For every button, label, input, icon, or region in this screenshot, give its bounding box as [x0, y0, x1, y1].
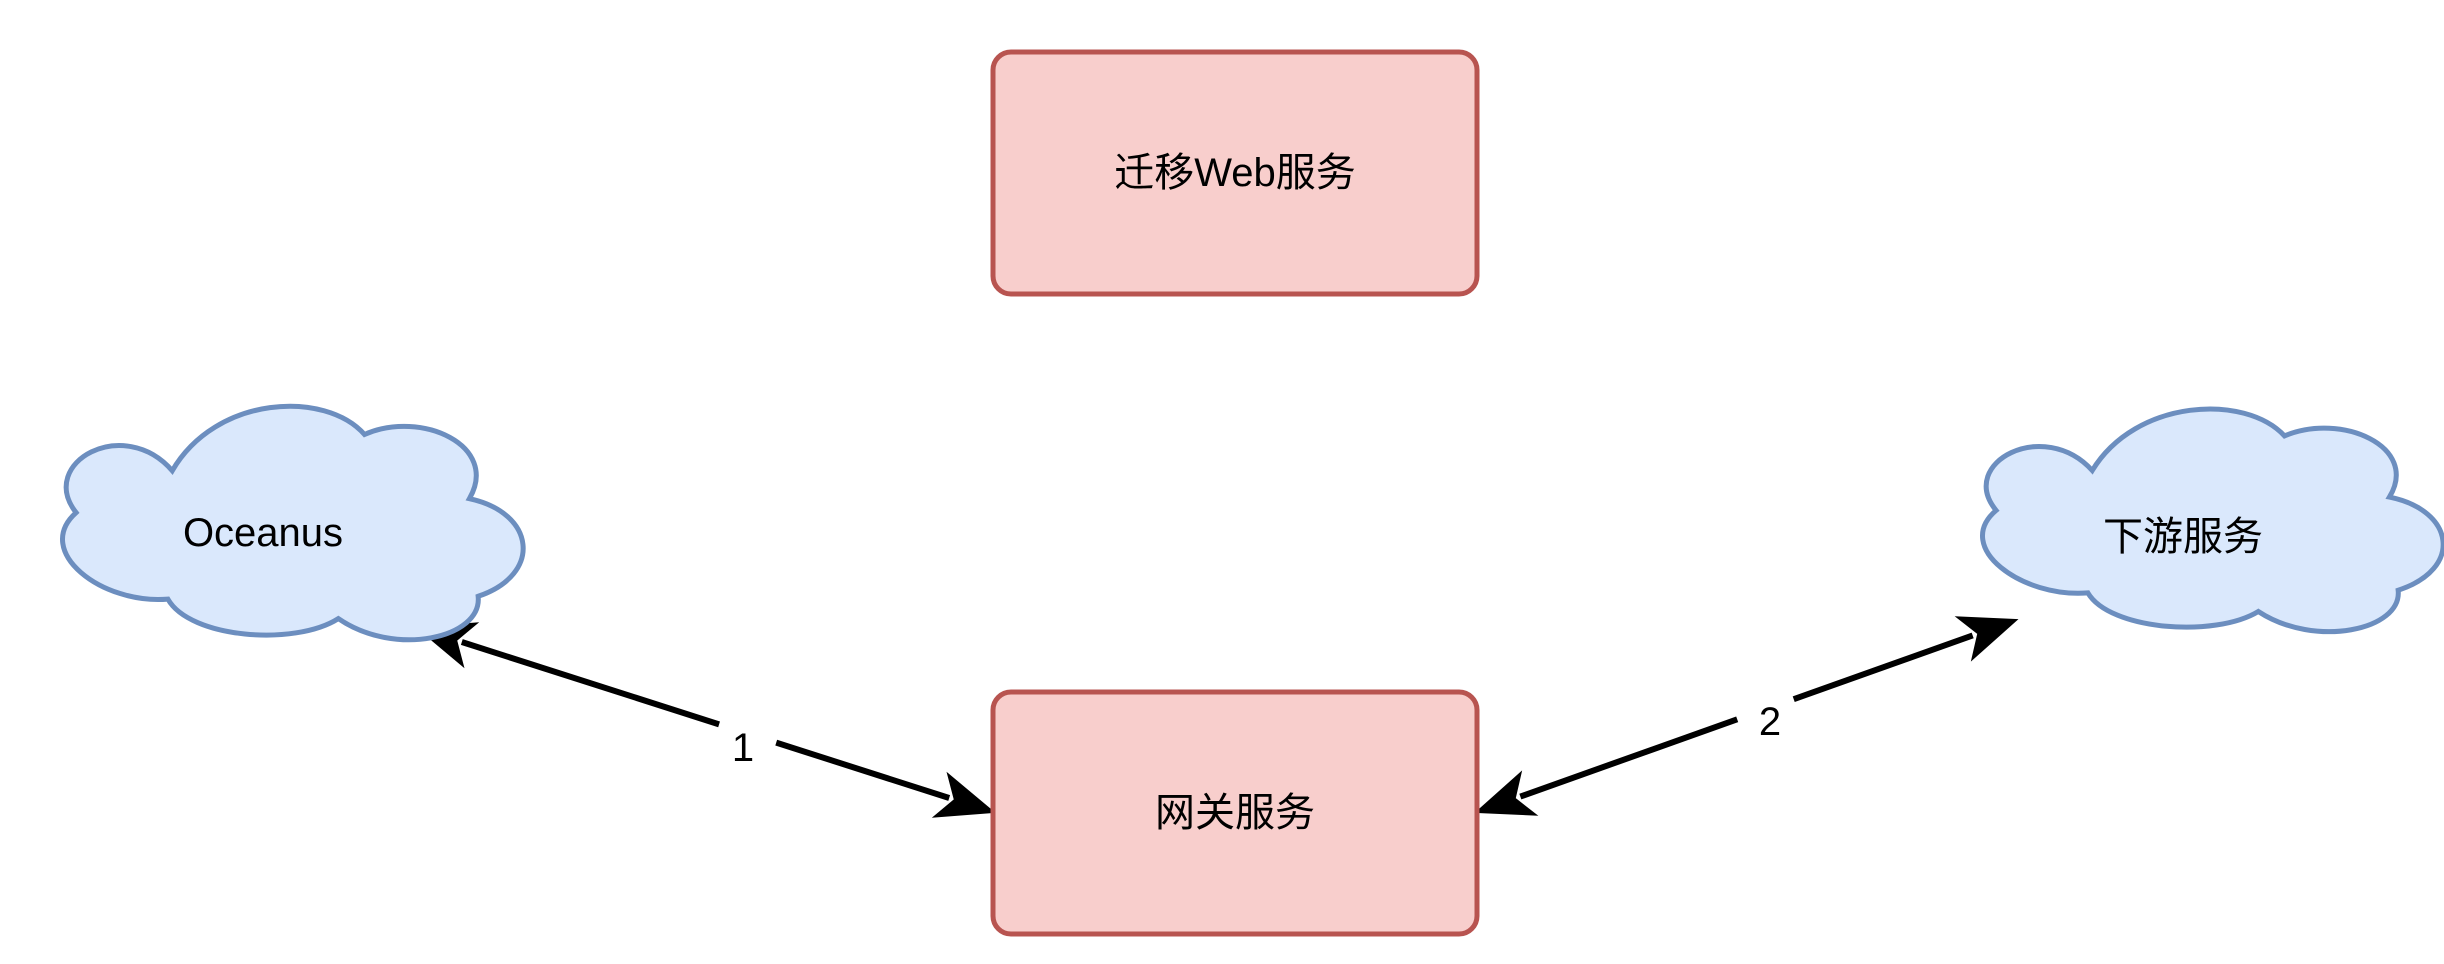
edge-line-segment	[775, 739, 951, 801]
gateway-service-box[interactable]: 网关服务	[990, 689, 1480, 937]
rounded-rect-shape	[990, 49, 1480, 297]
node-label: 网关服务	[1155, 791, 1315, 835]
arrow-head-icon	[1954, 616, 2019, 662]
edge-oceanus-gateway[interactable]	[415, 622, 996, 818]
edge-label: 2	[1759, 700, 1781, 744]
rounded-rect-shape	[990, 689, 1480, 937]
cloud-shape	[60, 403, 526, 643]
cloud-shape	[1980, 406, 2444, 635]
oceanus-cloud[interactable]: Oceanus	[60, 403, 526, 643]
edge-line-segment	[1792, 632, 1974, 703]
edge-label: 1	[732, 726, 754, 770]
node-label: 下游服务	[2103, 515, 2263, 559]
edge-gateway-downstream[interactable]	[1474, 616, 2019, 816]
edge-labels-layer: 12	[732, 700, 1781, 770]
node-label: 迁移Web服务	[1114, 151, 1356, 195]
edge-line-segment	[460, 639, 720, 728]
arrow-head-icon	[931, 771, 996, 818]
edge-line-segment	[1519, 716, 1739, 800]
downstream-service-cloud[interactable]: 下游服务	[1980, 406, 2444, 635]
migrate-web-service-box[interactable]: 迁移Web服务	[990, 49, 1480, 297]
node-label: Oceanus	[183, 511, 343, 555]
arrow-head-icon	[1474, 770, 1539, 816]
